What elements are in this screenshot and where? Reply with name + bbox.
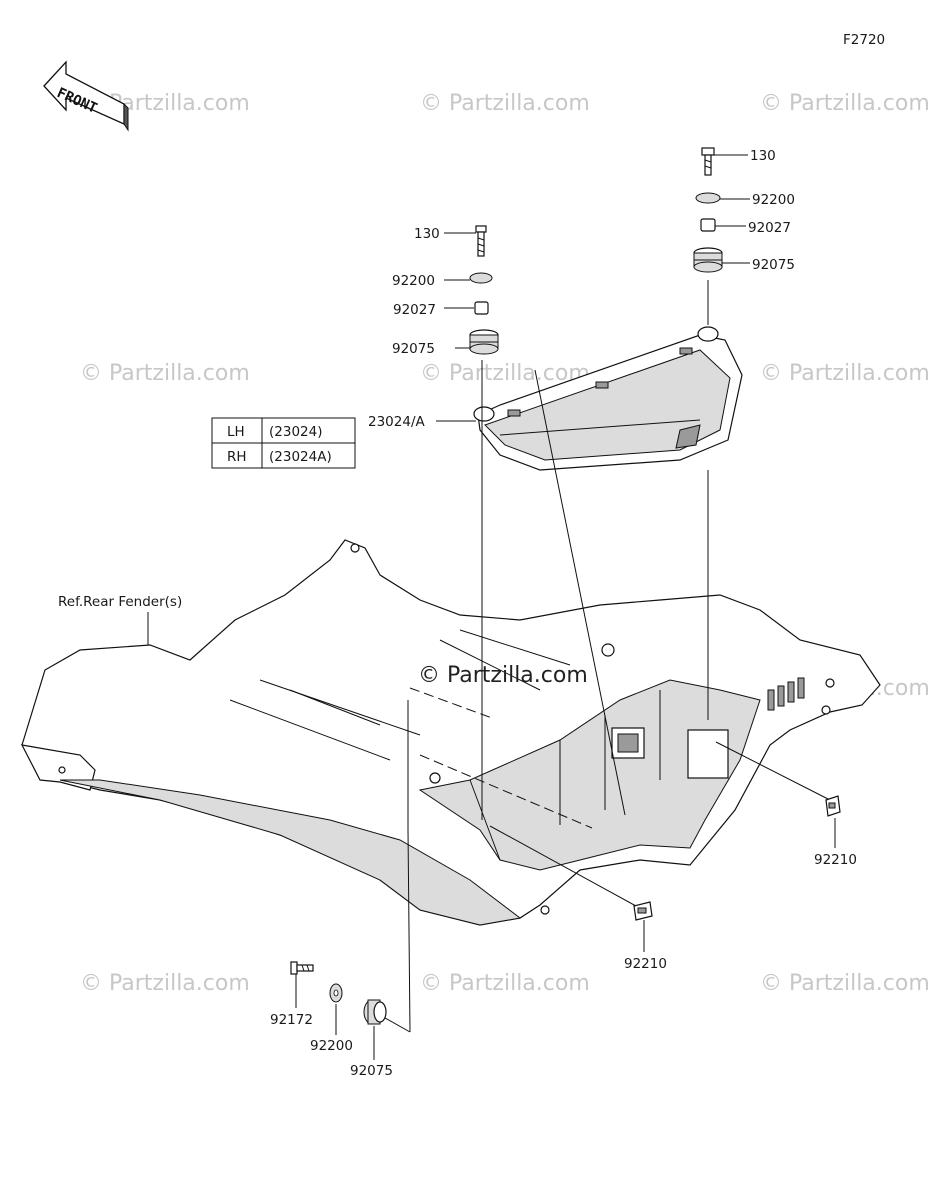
callout-grommet-bottom: 92075 [350, 1063, 393, 1079]
right-hardware-stack [693, 147, 750, 720]
leader-line [407, 700, 411, 1033]
callout-right-92075: 92075 [752, 257, 795, 273]
callout-clip-center: 92210 [624, 956, 667, 972]
legend-side-rh: RH [227, 449, 247, 465]
rear-fender [20, 539, 881, 926]
callout-clip-right: 92210 [814, 852, 857, 868]
legend-table: LH (23024) RH (23024A) [211, 417, 356, 469]
ref-rear-fender-label: Ref.Rear Fender(s) [58, 594, 182, 610]
callout-left-92075: 92075 [392, 341, 435, 357]
watermark: © Partzilla.com [760, 971, 929, 996]
leader-line [534, 369, 626, 816]
bolt-icon [701, 147, 715, 176]
callout-left-92200: 92200 [392, 273, 435, 289]
washer-icon [695, 192, 721, 204]
grommet-icon [469, 329, 499, 355]
bottom-grommet-icon [363, 999, 387, 1060]
clip-icon [825, 795, 841, 848]
legend-side-lh: LH [227, 424, 245, 440]
rear-lamp [473, 326, 743, 471]
callout-left-92027: 92027 [393, 302, 436, 318]
washer-icon [469, 272, 493, 284]
collar-icon [474, 301, 489, 315]
grommet-icon [693, 247, 723, 273]
watermark: © Partzilla.com [80, 971, 250, 996]
callout-right-92027: 92027 [748, 220, 791, 236]
bottom-bolt-icon [290, 961, 314, 1008]
callout-lamp: 23024/A [368, 414, 425, 430]
bolt-icon [475, 225, 487, 257]
callout-bolt-bottom: 92172 [270, 1012, 313, 1028]
watermark: © Partzilla.com [760, 91, 929, 116]
legend-part-rh: (23024A) [269, 449, 332, 465]
watermark: © Partzilla.com [420, 971, 590, 996]
left-hardware-stack [436, 225, 499, 820]
figure-code: F2720 [843, 32, 885, 48]
leader-line [489, 825, 637, 907]
callout-right-92200: 92200 [752, 192, 795, 208]
watermark: © Partzilla.com [420, 91, 590, 116]
watermark-main: © Partzilla.com [418, 663, 588, 688]
watermark: © Partzilla.com [80, 361, 250, 386]
watermark: © Partzilla.com [420, 361, 590, 386]
callout-washer-bottom: 92200 [310, 1038, 353, 1054]
collar-icon [700, 218, 716, 232]
leader-line [715, 741, 831, 801]
vent-grille-icon [767, 677, 805, 711]
legend-part-lh: (23024) [269, 424, 322, 440]
leader-line [419, 754, 593, 829]
callout-left-130: 130 [414, 226, 440, 242]
clip-icon [633, 901, 653, 952]
callout-right-130: 130 [750, 148, 776, 164]
watermark: © Partzilla.com [760, 361, 929, 386]
bottom-washer-icon [329, 983, 343, 1035]
